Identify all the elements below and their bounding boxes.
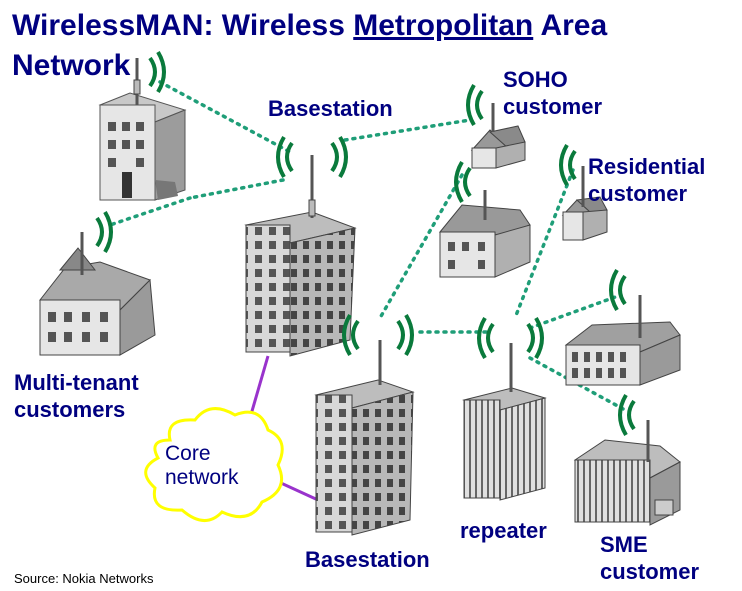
source-credit: Source: Nokia Networks bbox=[14, 571, 154, 586]
soho-house bbox=[466, 83, 526, 169]
core-network-cloud bbox=[144, 407, 284, 522]
link-repeater-to-factory bbox=[528, 294, 620, 330]
title-suffix: Area Network bbox=[12, 9, 608, 82]
title-underlined: Metropolitan bbox=[353, 9, 534, 42]
label-residential: Residential customer bbox=[588, 154, 706, 206]
label-multi-tenant: Multi-tenant customers bbox=[14, 370, 139, 422]
label-core-network: Core network bbox=[165, 442, 239, 489]
residential-house-middle bbox=[438, 160, 531, 278]
label-sme: SME customer bbox=[600, 532, 700, 584]
link-office-to-multi-tenant bbox=[108, 196, 192, 227]
basestation-tower-top bbox=[244, 135, 357, 357]
sme-building bbox=[573, 393, 681, 526]
link-top-office-to-basestation bbox=[158, 80, 292, 154]
link-residential-to-lower-basestation bbox=[378, 173, 464, 320]
label-basestation-top: Basestation bbox=[268, 96, 393, 121]
residential-house bbox=[559, 143, 608, 241]
basestation-tower-bottom bbox=[314, 313, 415, 536]
link-basestation-to-soho bbox=[343, 118, 472, 142]
office-building-top bbox=[98, 50, 187, 201]
label-soho: SOHO customer bbox=[503, 67, 603, 119]
multi-tenant-building bbox=[39, 210, 156, 356]
title-prefix: WirelessMAN: Wireless bbox=[12, 9, 354, 42]
link-basestation-to-office bbox=[188, 178, 285, 200]
label-repeater: repeater bbox=[460, 518, 547, 543]
wireless-links bbox=[108, 80, 627, 412]
link-residential-to-repeater bbox=[513, 168, 575, 320]
link-repeater-to-sme bbox=[528, 356, 627, 412]
diagram-title: WirelessMAN: Wireless Metropolitan Area … bbox=[12, 6, 732, 86]
label-basestation-bottom: Basestation bbox=[305, 547, 430, 572]
repeater-tower bbox=[462, 316, 547, 501]
factory-building bbox=[564, 268, 681, 386]
